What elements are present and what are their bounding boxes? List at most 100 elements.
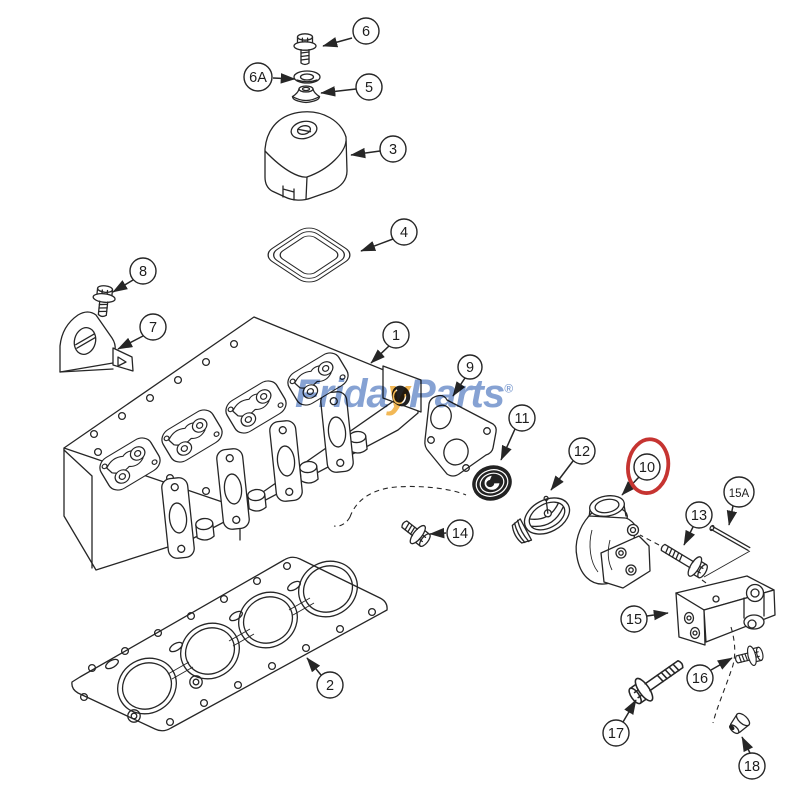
callout-label-13: 13 [691, 508, 707, 524]
callout-18: 18 [738, 736, 766, 780]
callout-label-4: 4 [400, 225, 408, 241]
callout-circle-3 [379, 135, 407, 163]
callout-label-12: 12 [574, 444, 590, 460]
part-bolt-8 [90, 284, 117, 319]
part-valve-cover-3 [264, 111, 348, 201]
callout-leader-17 [622, 699, 637, 723]
callout-circle-11 [508, 404, 536, 432]
callout-label-6: 6 [362, 24, 370, 40]
callout-circle-5 [355, 73, 383, 101]
callout-leader-18 [741, 736, 754, 754]
callout-label-2: 2 [326, 678, 334, 694]
callout-7: 7 [117, 313, 167, 350]
callout-leader-5 [320, 86, 357, 97]
callout-circle-8 [129, 257, 157, 285]
callout-leader-7 [117, 335, 144, 350]
part-cylinder-head-1 [63, 316, 422, 571]
callout-label-15: 15 [626, 612, 642, 628]
callout-label-1: 1 [392, 328, 400, 344]
callout-leader-6 [322, 37, 353, 48]
callout-6: 6 [322, 17, 380, 48]
callout-9: 9 [452, 354, 483, 397]
callout-leader-2 [306, 657, 322, 676]
callout-leader-15 [646, 609, 669, 621]
callout-4: 4 [360, 218, 418, 252]
callout-label-18: 18 [744, 759, 760, 775]
part-bracket-15 [675, 575, 776, 646]
part-plug-18 [729, 712, 751, 735]
part-washer-6a [293, 70, 321, 84]
callout-circle-15A [723, 476, 755, 508]
callout-circle-7 [139, 313, 167, 341]
callout-circle-13 [685, 501, 713, 529]
callout-leader-3 [350, 147, 381, 159]
callout-circle-4 [390, 218, 418, 246]
callout-circle-10 [633, 453, 661, 481]
callout-label-6A: 6A [249, 70, 267, 86]
callout-15: 15 [620, 605, 669, 633]
callout-label-9: 9 [466, 360, 474, 376]
callout-label-7: 7 [149, 320, 157, 336]
callout-3: 3 [350, 135, 407, 163]
callout-label-11: 11 [514, 411, 529, 427]
callout-circle-9 [457, 354, 483, 380]
part-bolt-14 [395, 513, 435, 552]
callout-label-5: 5 [365, 80, 373, 96]
callout-leader-8 [112, 279, 134, 293]
callout-14: 14 [429, 519, 474, 547]
callout-label-14: 14 [452, 526, 468, 542]
callout-17: 17 [602, 699, 637, 747]
callout-1: 1 [370, 321, 410, 364]
callout-circle-15 [620, 605, 648, 633]
callout-2: 2 [306, 657, 344, 699]
part-head-gasket-2 [71, 556, 388, 732]
gasket-bolt-holes [79, 561, 377, 727]
callout-leader-12 [550, 460, 574, 491]
callout-circle-1 [382, 321, 410, 349]
callout-circle-14 [446, 519, 474, 547]
callout-circle-17 [602, 719, 630, 747]
part-cover-gasket-4 [267, 227, 351, 283]
callout-leader-10 [621, 476, 640, 496]
part-bolt-6 [293, 33, 317, 66]
callout-leader-16 [710, 657, 733, 671]
callout-leader-13 [683, 526, 696, 546]
callout-circle-16 [686, 664, 714, 692]
callout-label-15A: 15A [729, 488, 750, 500]
callout-11: 11 [500, 404, 536, 461]
highlight-circle [626, 437, 671, 495]
callout-label-17: 17 [608, 726, 624, 742]
leader-dashed-13 [639, 534, 718, 592]
part-manifold-gasket-9 [424, 394, 497, 477]
part-thermostat-12 [511, 495, 571, 544]
part-grommet-5 [291, 85, 321, 104]
callout-label-3: 3 [389, 142, 397, 158]
callout-12: 12 [550, 437, 596, 491]
callout-leader-6A [272, 73, 296, 84]
callout-8: 8 [112, 257, 157, 293]
callout-leader-1 [370, 345, 390, 364]
part-seal-11 [472, 465, 512, 501]
callout-circle-2 [316, 671, 344, 699]
callout-10: 10 [621, 437, 671, 496]
callout-circle-6A [243, 62, 273, 92]
callout-13: 13 [683, 501, 713, 546]
leader-dashed-14 [333, 485, 467, 527]
callout-leader-9 [452, 377, 466, 397]
callout-leader-14 [429, 527, 447, 539]
callout-circle-6 [352, 17, 380, 45]
part-bolt-17 [623, 651, 690, 710]
callout-label-16: 16 [692, 671, 708, 687]
part-lifting-bracket-7 [59, 311, 134, 373]
part-pin-15a [703, 524, 751, 578]
callout-label-8: 8 [139, 264, 147, 280]
callout-leader-11 [500, 428, 516, 461]
callout-6A: 6A [243, 62, 296, 92]
leader-dashed-18 [712, 626, 736, 724]
oil-cap [290, 120, 318, 140]
callout-15A: 15A [723, 476, 755, 526]
callout-5: 5 [320, 73, 383, 101]
callout-leader-4 [360, 238, 394, 252]
